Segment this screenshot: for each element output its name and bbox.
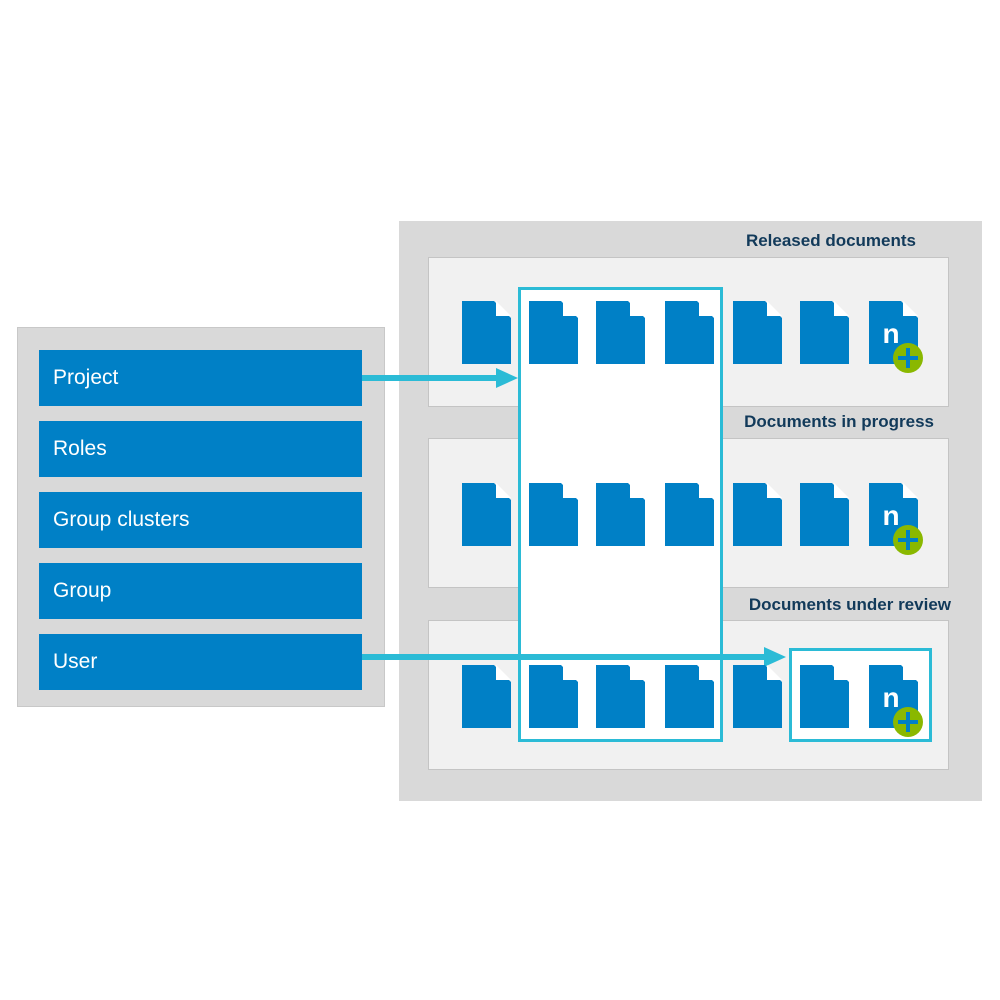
document-icon [462, 483, 511, 546]
item-user: User [39, 634, 362, 690]
item-roles: Roles [39, 421, 362, 477]
document-icon [665, 483, 714, 546]
document-icon [596, 483, 645, 546]
new-document-icon: n [869, 483, 923, 555]
document-icon [733, 301, 782, 364]
section-title-under-review: Documents under review [748, 595, 951, 614]
section-title-in-progress: Documents in progress [744, 412, 934, 431]
document-icon [800, 483, 849, 546]
document-icon [529, 301, 578, 364]
item-project: Project [39, 350, 362, 406]
project-arrow-icon [362, 368, 518, 388]
new-doc-letter: n [882, 318, 899, 349]
document-icon [733, 483, 782, 546]
document-icon [596, 301, 645, 364]
document-icon [733, 665, 782, 728]
document-icon [529, 665, 578, 728]
new-doc-letter: n [882, 682, 899, 713]
new-doc-letter: n [882, 500, 899, 531]
user-arrow-icon [362, 647, 786, 667]
document-icon [529, 483, 578, 546]
item-group-clusters: Group clusters [39, 492, 362, 548]
new-document-icon: n [869, 665, 923, 737]
plus-icon [893, 525, 923, 555]
document-icon [462, 665, 511, 728]
document-icon [665, 301, 714, 364]
section-title-released: Released documents [745, 231, 916, 250]
plus-icon [893, 343, 923, 373]
document-icon [462, 301, 511, 364]
document-icon [800, 301, 849, 364]
document-icon [596, 665, 645, 728]
document-icon [665, 665, 714, 728]
document-icon [800, 665, 849, 728]
new-document-icon: n [869, 301, 923, 373]
item-group: Group [39, 563, 362, 619]
plus-icon [893, 707, 923, 737]
